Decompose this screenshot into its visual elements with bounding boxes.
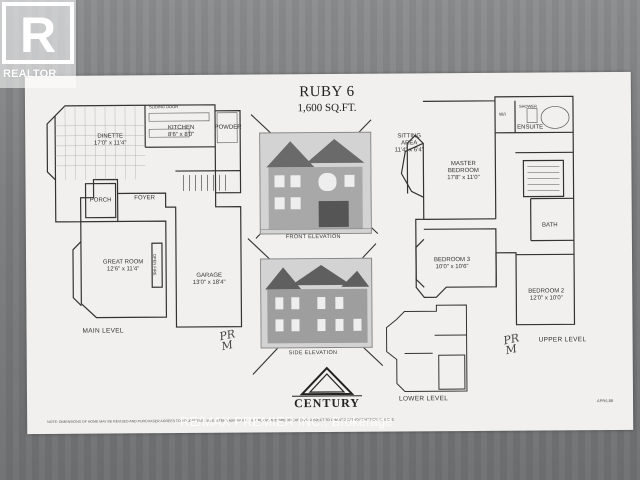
shower-note: SHOWER xyxy=(518,103,537,109)
room-name: SITTING AREA xyxy=(397,133,422,147)
room-dims: 12'6" x 11'4" xyxy=(106,266,140,273)
front-elevation-image xyxy=(259,131,372,235)
room-dims: 17'0" x 11'4" xyxy=(93,140,127,147)
builder-name: CENTURY xyxy=(294,395,361,411)
fireplace-note: OPEN FIRE xyxy=(152,253,158,276)
room-dims: 8'6" x 8'0" xyxy=(168,131,195,139)
realtor-r-mark: R xyxy=(20,7,57,63)
room-porch: PORCH xyxy=(88,198,114,205)
lower-level-label: LOWER LEVEL xyxy=(398,395,449,403)
room-powder: POWDER xyxy=(213,125,243,132)
room-name: ENSUITE xyxy=(517,124,544,131)
room-bedroom-3: BEDROOM 3 10'0" x 10'6" xyxy=(428,257,476,271)
room-bath: BATH xyxy=(538,222,562,229)
room-name: POWDER xyxy=(214,124,242,131)
room-garage: GARAGE 13'0" x 18'4" xyxy=(186,273,232,287)
room-dinette: DINETTE 17'0" x 11'4" xyxy=(85,133,135,147)
room-name: PORCH xyxy=(89,197,112,204)
model-title-block: RUBY 6 1,600 SQ.FT. xyxy=(257,84,397,115)
front-elevation-caption: FRONT ELEVATION xyxy=(285,233,341,241)
room-foyer: FOYER xyxy=(130,195,160,202)
room-name: MASTER BEDROOM xyxy=(447,160,479,175)
room-master-bedroom: MASTER BEDROOM 17'8" x 11'0" xyxy=(435,161,491,182)
model-size: 1,600 SQ.FT. xyxy=(297,101,357,115)
plan-code: APR/L88 xyxy=(597,398,614,404)
upper-level-label: UPPER LEVEL xyxy=(538,336,587,344)
great-room-walls xyxy=(80,220,168,319)
realtor-logo-box: R xyxy=(2,2,74,64)
realtor-badge: R REALTOR xyxy=(0,0,76,88)
room-name: BATH xyxy=(542,222,558,229)
model-name: RUBY 6 xyxy=(299,83,355,101)
wic-note: W/I xyxy=(499,111,506,117)
main-level-label: MAIN LEVEL xyxy=(82,327,124,335)
room-ensuite: ENSUITE xyxy=(515,124,545,131)
room-name: FOYER xyxy=(134,195,155,202)
side-elevation-caption: SIDE ELEVATION xyxy=(288,349,338,357)
room-dims: 10'0" x 10'6" xyxy=(435,264,469,271)
builder-logo-mark xyxy=(291,366,363,397)
side-elevation-drawing xyxy=(261,258,372,348)
room-dims: 13'0" x 18'4" xyxy=(192,279,226,286)
brokerage-watermark: RE/MAX PREMIER INC., Brokerage xyxy=(180,414,393,429)
floor-plan-sheet: FRONT ELEVATION SIDE ELEVATION RUBY 6 1,… xyxy=(24,71,634,435)
room-sitting-area: SITTING AREA 11'4" x 6'4" xyxy=(389,133,429,154)
lower-level-walls xyxy=(386,304,468,392)
side-elevation-image xyxy=(260,257,373,349)
main-level-walls xyxy=(54,104,243,328)
builder-logo: CENTURY xyxy=(282,366,372,417)
room-dims: 17'8" x 11'0" xyxy=(447,174,480,182)
front-elevation-drawing xyxy=(260,132,371,234)
sliding-door-note: SLIDING DOOR xyxy=(148,104,179,110)
realtor-word: REALTOR xyxy=(3,68,57,80)
room-dims: 12'0" x 10'0" xyxy=(529,295,563,302)
room-bedroom-2: BEDROOM 2 12'0" x 10'0" xyxy=(522,288,570,302)
room-dims: 11'4" x 6'4" xyxy=(394,147,424,154)
room-kitchen: KITCHEN 8'6" x 8'0" xyxy=(161,125,201,139)
room-great-room: GREAT ROOM 12'6" x 11'4" xyxy=(98,259,148,273)
